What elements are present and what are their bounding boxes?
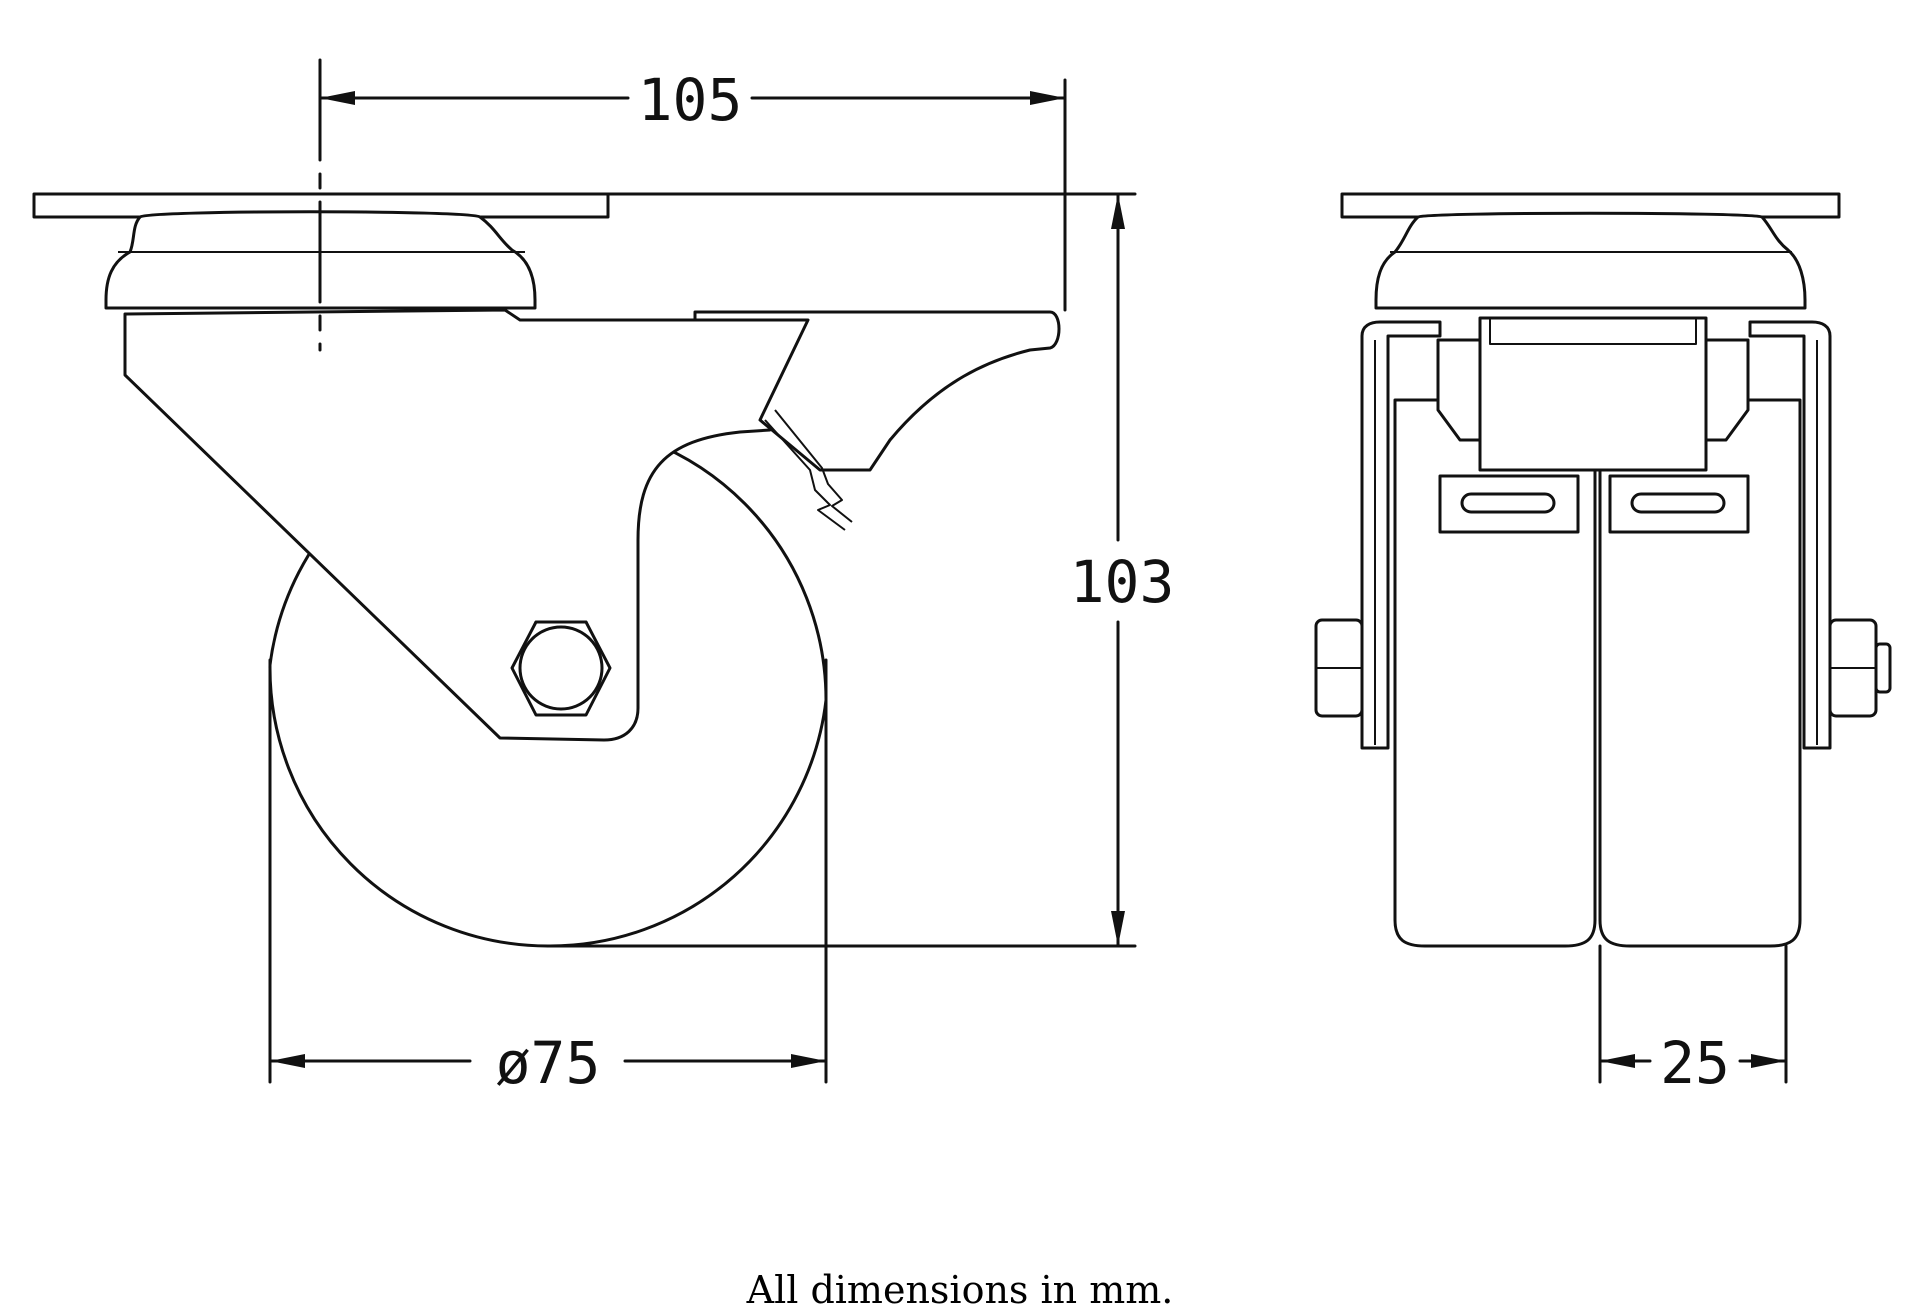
front-view-left-slot-bracket: [1438, 474, 1580, 534]
dimensions-note: All dimensions in mm.: [746, 1268, 1174, 1312]
dimension-25-label: 25: [1660, 1029, 1730, 1097]
front-view-left-wheel: [1393, 398, 1597, 948]
dimension-diameter-label: ø75: [496, 1029, 601, 1097]
front-view-right-slot-bracket: [1608, 474, 1750, 534]
front-view-right-wheel: [1598, 398, 1802, 948]
front-view-brake-housing: [1478, 316, 1708, 472]
dimension-top-offset: 105: [318, 66, 1067, 312]
front-view-swivel-bearing: [1374, 211, 1807, 310]
front-view-right-axle-nut: [1828, 618, 1892, 718]
front-view-fork-left: [1360, 320, 1442, 750]
dimension-105-label: 105: [638, 66, 743, 134]
dimension-overall-height: 103: [546, 192, 1175, 948]
front-view: [1314, 192, 1892, 948]
dimension-wheel-diameter: ø75: [268, 658, 828, 1097]
side-view-brake-lever: [693, 310, 1061, 472]
side-view-fork: [123, 308, 810, 742]
dimension-103-label: 103: [1070, 548, 1175, 616]
side-view-axle-nut: [510, 620, 612, 717]
side-view: [32, 58, 1137, 948]
dimension-wheel-width: 25: [1598, 944, 1788, 1097]
front-view-left-axle-nut: [1314, 618, 1364, 718]
front-view-fork-right: [1748, 320, 1832, 750]
